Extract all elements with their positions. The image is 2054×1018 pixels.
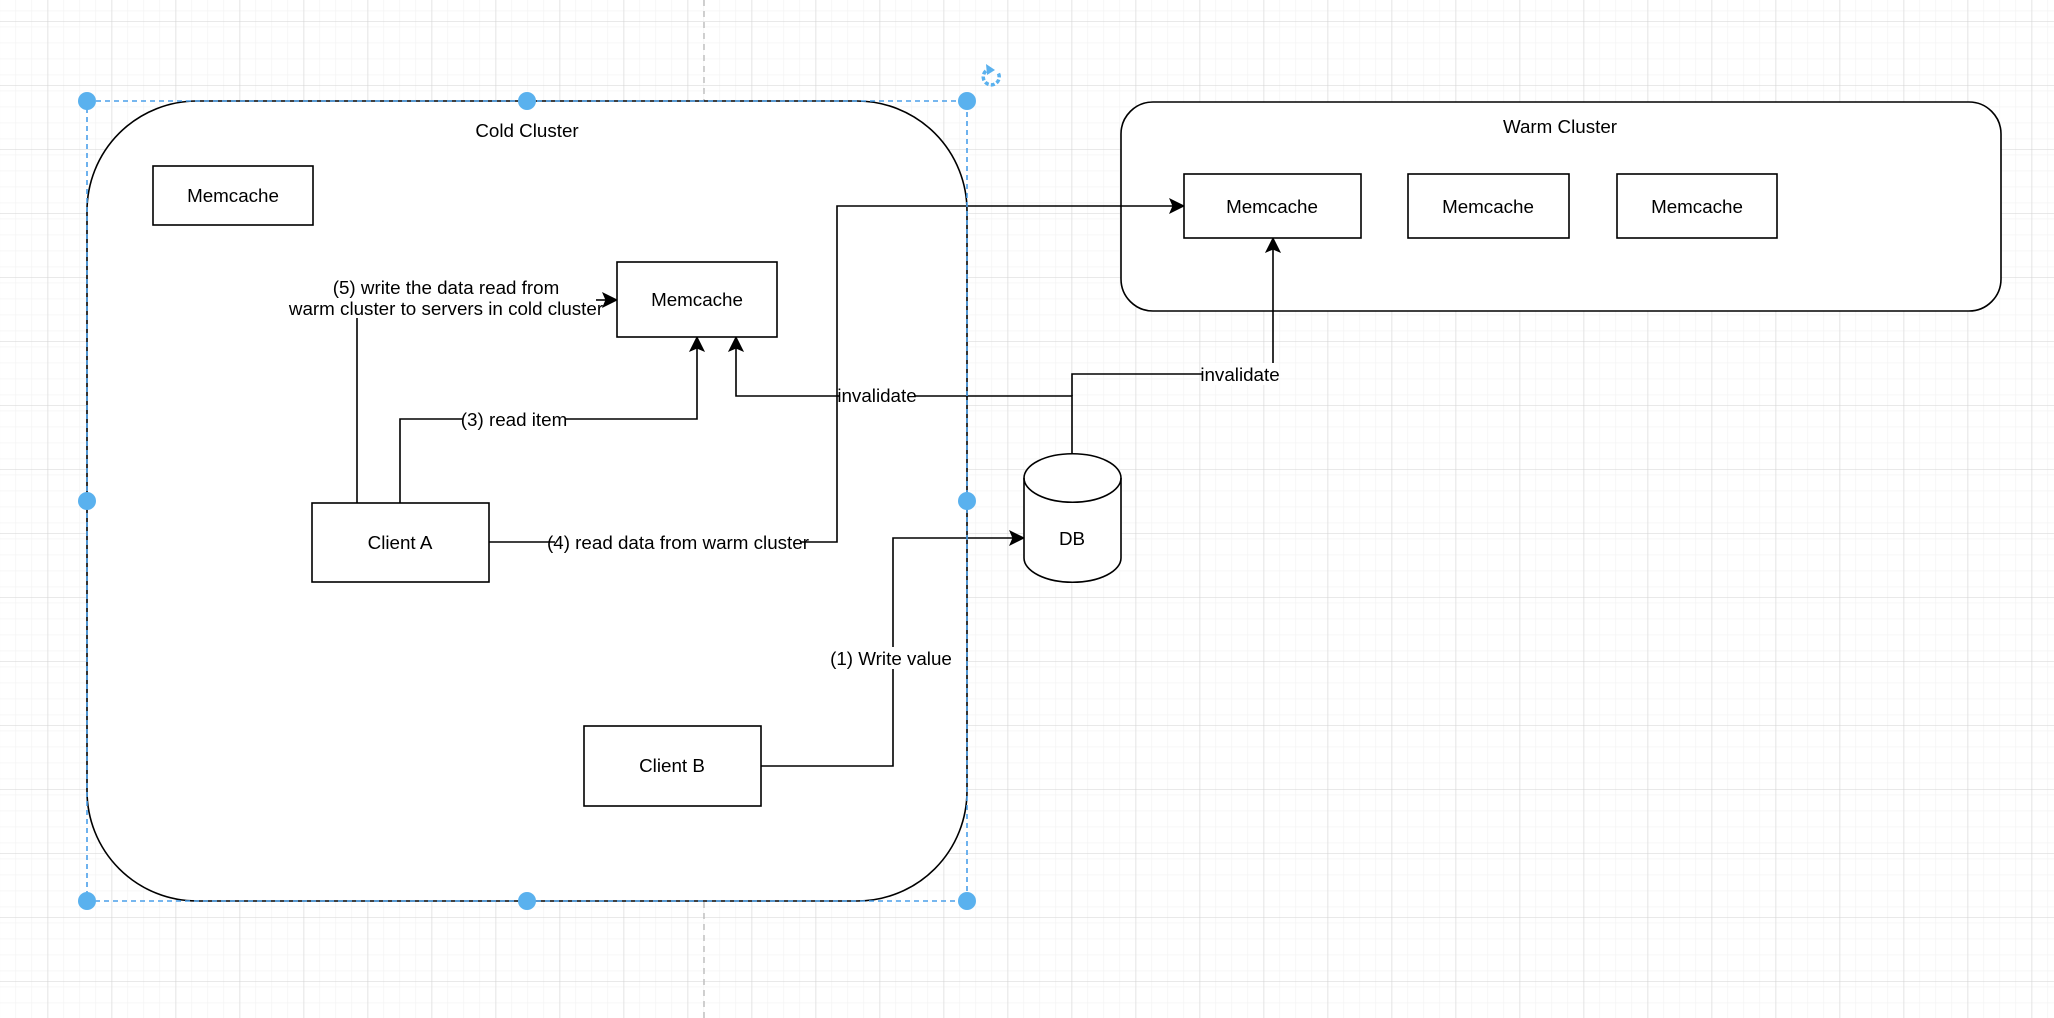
resize-handle-bottom-right[interactable] bbox=[958, 892, 976, 910]
warm-memcache-1[interactable]: Memcache bbox=[1183, 173, 1362, 239]
cold-memcache-1-label: Memcache bbox=[187, 185, 279, 206]
arrowhead-icon bbox=[602, 291, 619, 309]
edge-invalidate-warm[interactable]: invalidate bbox=[1071, 236, 1282, 396]
arrowhead-icon bbox=[727, 335, 745, 352]
cold-memcache-2[interactable]: Memcache bbox=[616, 261, 778, 338]
db-label: DB bbox=[1059, 528, 1085, 549]
edge-read-item[interactable]: (3) read item bbox=[399, 335, 706, 503]
rotate-handle-icon[interactable] bbox=[981, 64, 1001, 87]
resize-handle-bottom-center[interactable] bbox=[518, 892, 536, 910]
resize-handle-top-left[interactable] bbox=[78, 92, 96, 110]
edge-label-write-cold-line2: warm cluster to servers in cold cluster bbox=[288, 298, 603, 319]
selection-overlay bbox=[78, 64, 1001, 910]
client-a[interactable]: Client A bbox=[311, 502, 490, 583]
warm-memcache-2[interactable]: Memcache bbox=[1407, 173, 1570, 239]
edge-read-warm[interactable]: (4) read data from warm cluster bbox=[489, 197, 1186, 553]
resize-handle-top-right[interactable] bbox=[958, 92, 976, 110]
edge-label-read-warm: (4) read data from warm cluster bbox=[547, 532, 809, 553]
arrowhead-icon bbox=[1264, 236, 1282, 253]
resize-handle-top-center[interactable] bbox=[518, 92, 536, 110]
edge-write-cold[interactable]: (5) write the data read from warm cluste… bbox=[288, 277, 619, 503]
warm-memcache-3[interactable]: Memcache bbox=[1616, 173, 1778, 239]
edge-label-write-value: (1) Write value bbox=[830, 648, 952, 669]
warm-memcache-3-label: Memcache bbox=[1651, 196, 1743, 217]
warm-cluster-label: Warm Cluster bbox=[1503, 116, 1617, 137]
edge-label-invalidate-warm: invalidate bbox=[1200, 364, 1279, 385]
edge-write-value[interactable]: (1) Write value bbox=[761, 529, 1026, 767]
edge-label-write-cold-line1: (5) write the data read from bbox=[333, 277, 560, 298]
cold-memcache-1[interactable]: Memcache bbox=[152, 165, 314, 226]
edge-label-invalidate-cold: invalidate bbox=[837, 385, 916, 406]
edge-label-read-item: (3) read item bbox=[461, 409, 567, 430]
cold-memcache-2-label: Memcache bbox=[651, 289, 743, 310]
arrowhead-icon bbox=[1169, 197, 1186, 215]
warm-memcache-2-label: Memcache bbox=[1442, 196, 1534, 217]
warm-memcache-1-label: Memcache bbox=[1226, 196, 1318, 217]
cold-cluster-label: Cold Cluster bbox=[475, 120, 578, 141]
arrowhead-icon bbox=[688, 335, 706, 352]
resize-handle-bottom-left[interactable] bbox=[78, 892, 96, 910]
client-b[interactable]: Client B bbox=[583, 725, 762, 807]
edge-invalidate-cold[interactable]: invalidate bbox=[727, 335, 1073, 454]
client-b-label: Client B bbox=[639, 755, 705, 776]
resize-handle-middle-right[interactable] bbox=[958, 492, 976, 510]
resize-handle-middle-left[interactable] bbox=[78, 492, 96, 510]
db-cylinder[interactable]: DB bbox=[1023, 452, 1122, 584]
edges: (1) Write value (3) read item (4) read d… bbox=[288, 197, 1282, 767]
arrowhead-icon bbox=[1009, 529, 1026, 547]
client-a-label: Client A bbox=[368, 532, 433, 553]
